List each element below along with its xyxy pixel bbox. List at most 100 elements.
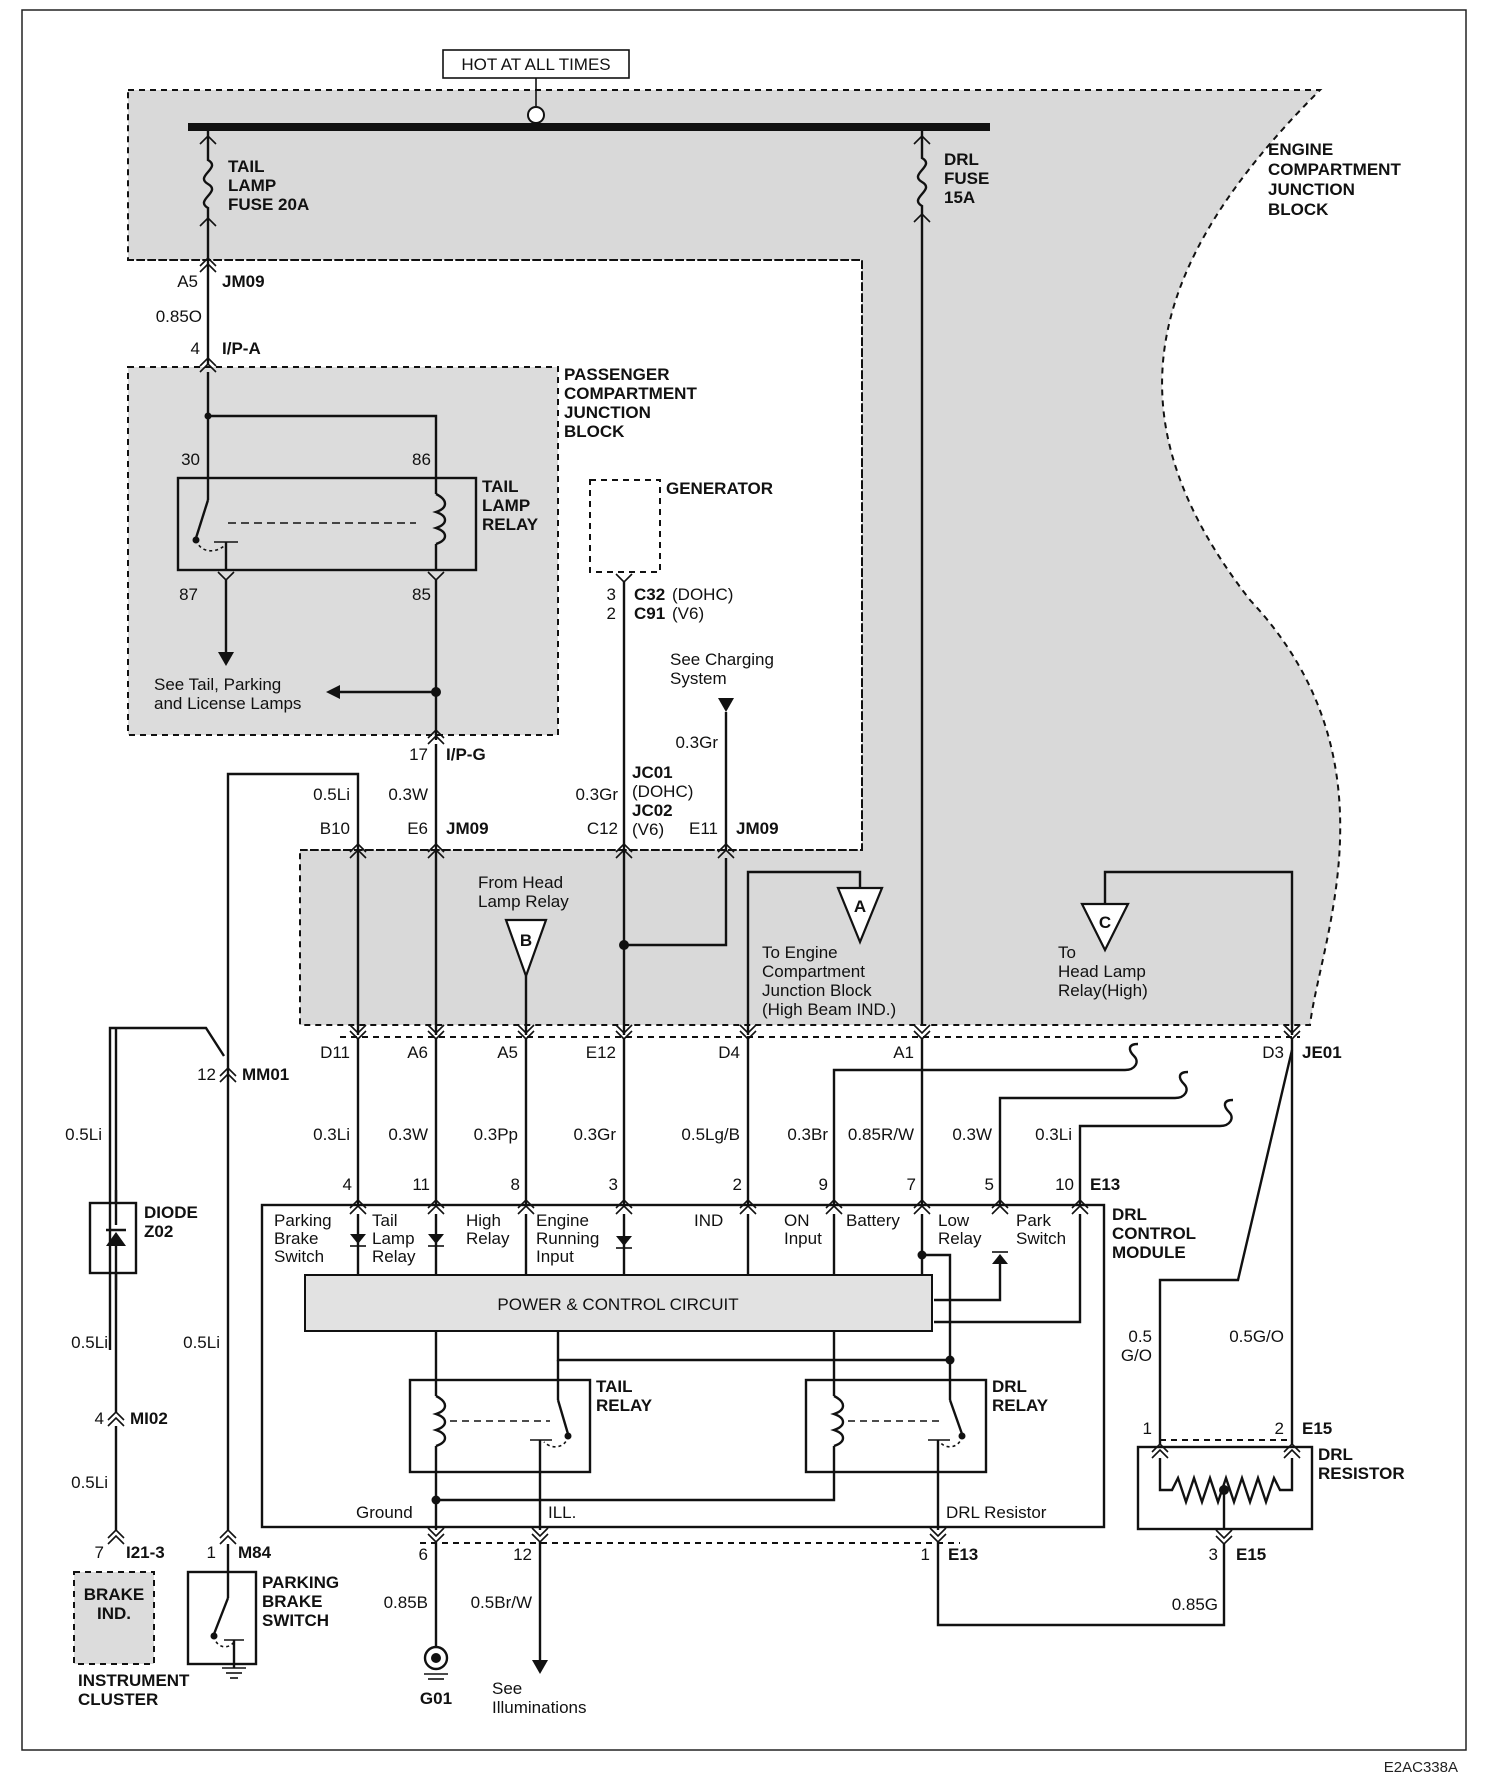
relay-pin-86: 86 (412, 450, 431, 469)
svg-text:3: 3 (609, 1175, 618, 1194)
page-frame (21, 9, 1467, 1751)
svg-text:RELAY: RELAY (482, 515, 539, 534)
relay-pin-87: 87 (179, 585, 198, 604)
svg-text:Low: Low (938, 1211, 970, 1230)
tail-fuse-label-3: FUSE 20A (228, 195, 309, 214)
svg-text:5: 5 (985, 1175, 994, 1194)
svg-text:Input: Input (784, 1229, 822, 1248)
svg-text:4: 4 (343, 1175, 352, 1194)
pin-a6: A6 (407, 1043, 428, 1062)
to-head-lamp-note-1: To (1058, 943, 1076, 962)
connector-ipg (427, 728, 445, 745)
wire-0-85g: 0.85G (1172, 1595, 1218, 1614)
module-internal-wires (356, 1214, 1082, 1385)
parking-brake-switch-box (186, 1570, 258, 1666)
wire-0-5go-left-1: 0.5 (1128, 1327, 1152, 1346)
svg-text:Battery: Battery (846, 1211, 900, 1230)
to-head-lamp-note-2: Head Lamp (1058, 962, 1146, 981)
wire-0-5brw: 0.5Br/W (471, 1593, 532, 1612)
c91-name: C91 (634, 604, 665, 623)
svg-text:Switch: Switch (1016, 1229, 1066, 1248)
mm01-pin: 12 (197, 1065, 216, 1084)
brake-ind-label-1: BRAKE (84, 1585, 144, 1604)
arrow-down-icon (718, 698, 734, 712)
svg-text:9: 9 (819, 1175, 828, 1194)
parking-brake-switch-label-1: PARKING (262, 1573, 339, 1592)
svg-text:Switch: Switch (274, 1247, 324, 1266)
drl-relay-label-2: RELAY (992, 1396, 1049, 1415)
module-pin-chevrons (349, 1198, 1089, 1215)
wire-0-3w-top: 0.3W (388, 785, 428, 804)
wire-label-0-3li: 0.3Li (313, 1125, 350, 1144)
hot-at-all-times-label: HOT AT ALL TIMES (461, 55, 610, 74)
relay-pin-85: 85 (412, 585, 431, 604)
drl-resistor-box (1136, 1445, 1314, 1531)
parking-brake-switch-symbol (210, 1544, 244, 1668)
svg-text:2: 2 (733, 1175, 742, 1194)
wire-0-85b: 0.85B (384, 1593, 428, 1612)
i21-3-pin: 7 (95, 1543, 104, 1562)
tail-lamp-relay-label: TAIL LAMP RELAY (482, 477, 539, 534)
to-engine-note-1: To Engine (762, 943, 838, 962)
svg-text:Parking: Parking (274, 1211, 332, 1230)
drl-relay-label-1: DRL (992, 1377, 1027, 1396)
from-head-lamp-note-1: From Head (478, 873, 563, 892)
tail-relay-internals (432, 1331, 572, 1530)
svg-text:DRL: DRL (1112, 1205, 1147, 1224)
ill-pin-label: ILL. (548, 1503, 576, 1522)
brake-indicator-box (73, 1571, 155, 1665)
connector-ipa-pin: 4 (191, 339, 200, 358)
svg-text:COMPARTMENT: COMPARTMENT (1268, 160, 1401, 179)
module-input-labels: Parking Brake Switch Tail Lamp Relay Hig… (274, 1211, 1066, 1266)
svg-text:CONTROL: CONTROL (1112, 1224, 1196, 1243)
diode-label-1: DIODE (144, 1203, 198, 1222)
wire-label-0-3li-2: 0.3Li (1035, 1125, 1072, 1144)
svg-text:Park: Park (1016, 1211, 1051, 1230)
svg-text:LAMP: LAMP (482, 496, 530, 515)
to-engine-note-4: (High Beam IND.) (762, 1000, 896, 1019)
jc01-label: JC01 (632, 763, 673, 782)
module-diodes (350, 1234, 1008, 1264)
tail-fuse-label-2: LAMP (228, 176, 276, 195)
relay-pin-30: 30 (181, 450, 200, 469)
svg-text:IND: IND (694, 1211, 723, 1230)
svg-text:11: 11 (412, 1175, 430, 1194)
resistor-element (1158, 1458, 1294, 1528)
svg-text:Relay: Relay (938, 1229, 982, 1248)
svg-text:ON: ON (784, 1211, 810, 1230)
svg-text:Relay: Relay (466, 1229, 510, 1248)
to-head-lamp-note-3: Relay(High) (1058, 981, 1148, 1000)
connector-mi02 (107, 1410, 125, 1427)
parking-brake-switch-label-3: SWITCH (262, 1611, 329, 1630)
generator-label: GENERATOR (666, 479, 773, 498)
see-tail-lamps-note-1: See Tail, Parking (154, 675, 281, 694)
wire-label-0-3w-2: 0.3W (952, 1125, 992, 1144)
wire-label-0-3pp: 0.3Pp (474, 1125, 518, 1144)
ground-icon (423, 1645, 449, 1680)
wire-0-3gr-charging: 0.3Gr (675, 733, 718, 752)
passenger-compartment-junction-block (127, 366, 559, 736)
svg-text:Input: Input (536, 1247, 574, 1266)
svg-text:E13: E13 (1090, 1175, 1120, 1194)
svg-text:MODULE: MODULE (1112, 1243, 1186, 1262)
connector-jm09-name: JM09 (222, 272, 265, 291)
connector-e11: E11 (689, 819, 718, 838)
engine-compartment-junction-block (127, 89, 1342, 1026)
to-engine-note-2: Compartment (762, 962, 865, 981)
wire-0-3gr-top: 0.3Gr (575, 785, 618, 804)
tail-fuse-label-1: TAIL (228, 157, 265, 176)
connector-a5-pin: A5 (177, 272, 198, 291)
jc02-note: (V6) (632, 820, 664, 839)
drl-resistor-label-2: RESISTOR (1318, 1464, 1405, 1483)
wire-label-0-3w: 0.3W (388, 1125, 428, 1144)
svg-text:7: 7 (907, 1175, 916, 1194)
drl-module-label: DRL CONTROL MODULE (1112, 1205, 1196, 1262)
ground-g01-label: G01 (420, 1689, 452, 1708)
diode-z02-box (88, 1201, 138, 1275)
see-charging-note-1: See Charging (670, 650, 774, 669)
tail-relay-label-1: TAIL (596, 1377, 633, 1396)
connector-e15-top: E15 (1302, 1419, 1332, 1438)
to-engine-note-3: Junction Block (762, 981, 872, 1000)
